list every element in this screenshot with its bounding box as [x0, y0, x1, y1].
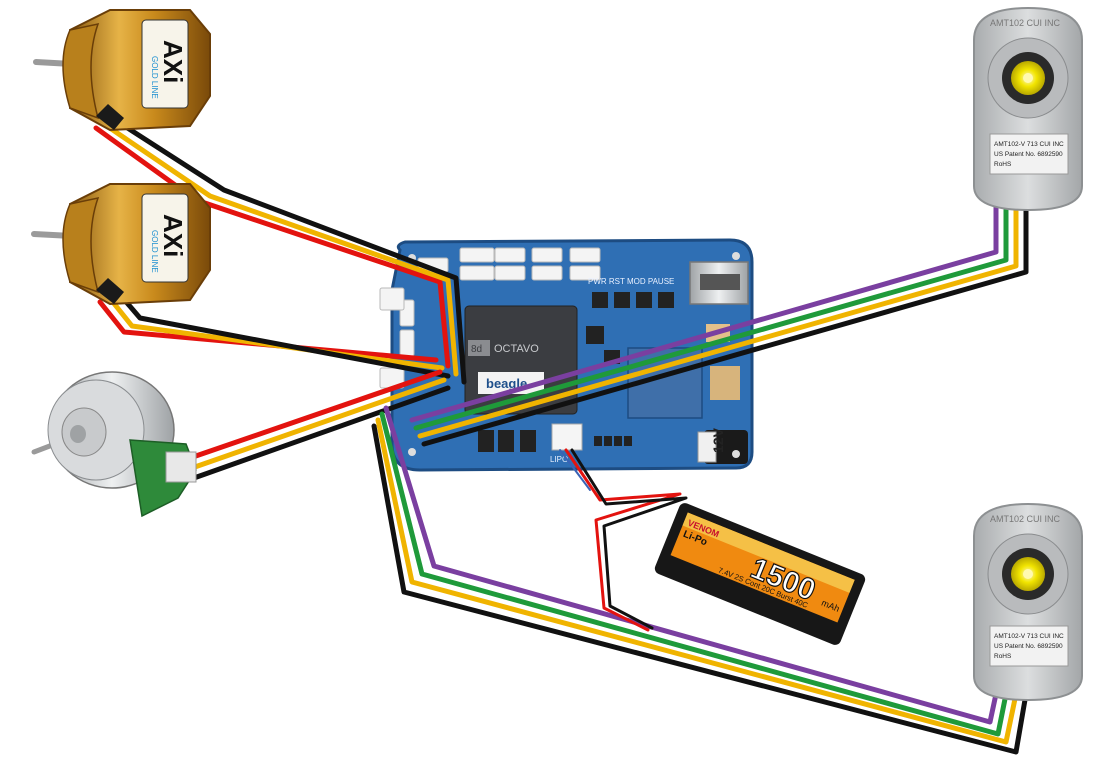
board-brand: OCTAVO — [494, 343, 539, 355]
motor-2: AXi GOLD LINE — [34, 184, 210, 304]
motor1-label: AXi — [158, 40, 188, 83]
svg-text:GOLD LINE: GOLD LINE — [150, 56, 159, 99]
svg-text:12V: 12V — [710, 427, 726, 453]
svg-text:RoHS: RoHS — [994, 653, 1012, 660]
svg-text:RoHS: RoHS — [994, 161, 1012, 168]
motor-1: AXi GOLD LINE — [36, 10, 210, 130]
svg-text:AMT102 CUI INC: AMT102 CUI INC — [990, 514, 1061, 524]
svg-text:AMT102-V 713 CUI INC: AMT102-V 713 CUI INC — [994, 141, 1064, 148]
encoder-2: AMT102-V 713 CUI INC US Patent No. 68925… — [974, 504, 1082, 700]
motor2-label: AXi — [158, 214, 188, 257]
lipo-battery: 1500 mAh Li-Po VENOM 7.4V 2S Cont 20C Bu… — [653, 501, 867, 646]
pancake-motor — [34, 372, 196, 516]
svg-text:GOLD LINE: GOLD LINE — [150, 230, 159, 273]
battery-connector — [552, 424, 582, 450]
svg-text:AMT102 CUI INC: AMT102 CUI INC — [990, 18, 1061, 28]
svg-text:US Patent No. 6892590: US Patent No. 6892590 — [994, 643, 1063, 650]
silkscreen-top: PWR RST MOD PAUSE — [588, 277, 674, 286]
svg-text:AMT102-V 713 CUI INC: AMT102-V 713 CUI INC — [994, 633, 1064, 640]
encoder-1: AMT102-V 713 CUI INC US Patent No. 68925… — [974, 8, 1082, 210]
svg-text:US Patent No. 6892590: US Patent No. 6892590 — [994, 151, 1063, 158]
barrel-jack: 12V — [698, 427, 748, 464]
svg-text:8d: 8d — [471, 344, 482, 355]
